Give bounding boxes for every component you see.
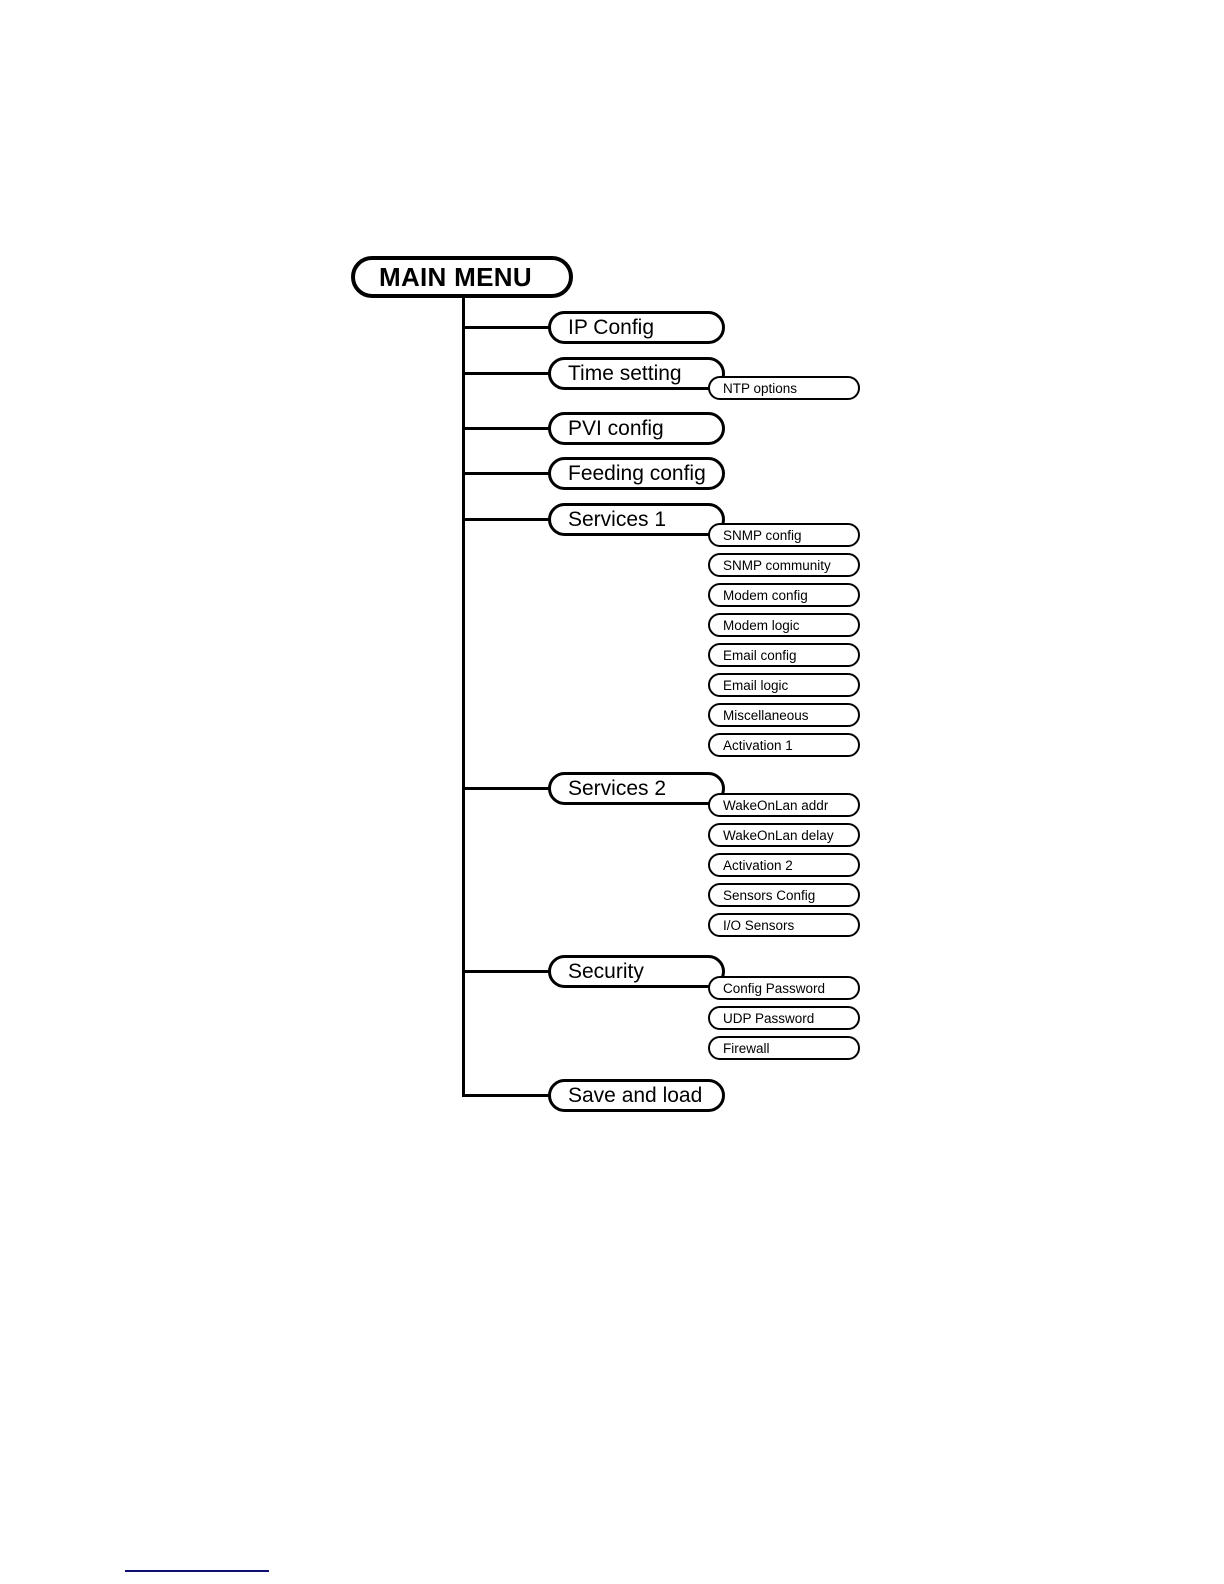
node-wakeonlan-delay[interactable]: WakeOnLan delay xyxy=(708,823,860,847)
node-activation-2-label: Activation 2 xyxy=(723,857,793,873)
node-snmp-community[interactable]: SNMP community xyxy=(708,553,860,577)
node-snmp-config[interactable]: SNMP config xyxy=(708,523,860,547)
node-main-menu[interactable]: MAIN MENU xyxy=(351,256,573,298)
node-wakeonlan-delay-label: WakeOnLan delay xyxy=(723,827,834,843)
node-email-config[interactable]: Email config xyxy=(708,643,860,667)
trunk-line xyxy=(462,294,465,1096)
connector-pvi-config xyxy=(462,427,552,430)
node-time-setting-label: Time setting xyxy=(568,361,682,385)
node-pvi-config[interactable]: PVI config xyxy=(548,412,725,445)
node-security[interactable]: Security xyxy=(548,955,725,988)
node-miscellaneous-label: Miscellaneous xyxy=(723,707,809,723)
node-security-label: Security xyxy=(568,959,644,983)
connector-services-1 xyxy=(462,518,552,521)
connector-time-setting xyxy=(462,372,552,375)
node-main-menu-label: MAIN MENU xyxy=(379,261,532,292)
node-modem-config-label: Modem config xyxy=(723,587,808,603)
node-feeding-config-label: Feeding config xyxy=(568,461,706,485)
node-services-1[interactable]: Services 1 xyxy=(548,503,725,536)
node-pvi-config-label: PVI config xyxy=(568,416,664,440)
node-modem-logic[interactable]: Modem logic xyxy=(708,613,860,637)
node-ip-config[interactable]: IP Config xyxy=(548,311,725,344)
node-snmp-community-label: SNMP community xyxy=(723,557,831,573)
node-activation-2[interactable]: Activation 2 xyxy=(708,853,860,877)
node-ntp-options-label: NTP options xyxy=(723,380,798,396)
node-save-and-load-label: Save and load xyxy=(568,1083,703,1107)
footnote-separator xyxy=(125,1570,269,1572)
node-modem-logic-label: Modem logic xyxy=(723,617,800,633)
node-sensors-config[interactable]: Sensors Config xyxy=(708,883,860,907)
node-feeding-config[interactable]: Feeding config xyxy=(548,457,725,490)
node-i-o-sensors-label: I/O Sensors xyxy=(723,917,795,933)
node-firewall[interactable]: Firewall xyxy=(708,1036,860,1060)
node-email-logic-label: Email logic xyxy=(723,677,789,693)
node-email-config-label: Email config xyxy=(723,647,797,663)
node-config-password[interactable]: Config Password xyxy=(708,976,860,1000)
node-services-2-label: Services 2 xyxy=(568,776,667,800)
node-activation-1-label: Activation 1 xyxy=(723,737,793,753)
node-ip-config-label: IP Config xyxy=(568,315,654,339)
node-wakeonlan-addr-label: WakeOnLan addr xyxy=(723,797,829,813)
connector-feeding-config xyxy=(462,472,552,475)
node-services-1-label: Services 1 xyxy=(568,507,667,531)
connector-services-2 xyxy=(462,787,552,790)
node-sensors-config-label: Sensors Config xyxy=(723,887,816,903)
node-snmp-config-label: SNMP config xyxy=(723,527,802,543)
connector-ip-config xyxy=(462,326,552,329)
node-wakeonlan-addr[interactable]: WakeOnLan addr xyxy=(708,793,860,817)
connector-security xyxy=(462,970,552,973)
node-udp-password-label: UDP Password xyxy=(723,1010,815,1026)
node-services-2[interactable]: Services 2 xyxy=(548,772,725,805)
node-email-logic[interactable]: Email logic xyxy=(708,673,860,697)
node-modem-config[interactable]: Modem config xyxy=(708,583,860,607)
node-i-o-sensors[interactable]: I/O Sensors xyxy=(708,913,860,937)
node-ntp-options[interactable]: NTP options xyxy=(708,376,860,400)
node-save-and-load[interactable]: Save and load xyxy=(548,1079,725,1112)
node-udp-password[interactable]: UDP Password xyxy=(708,1006,860,1030)
node-config-password-label: Config Password xyxy=(723,980,826,996)
node-activation-1[interactable]: Activation 1 xyxy=(708,733,860,757)
node-miscellaneous[interactable]: Miscellaneous xyxy=(708,703,860,727)
node-time-setting[interactable]: Time setting xyxy=(548,357,725,390)
connector-save-and-load xyxy=(462,1094,552,1097)
node-firewall-label: Firewall xyxy=(723,1040,770,1056)
